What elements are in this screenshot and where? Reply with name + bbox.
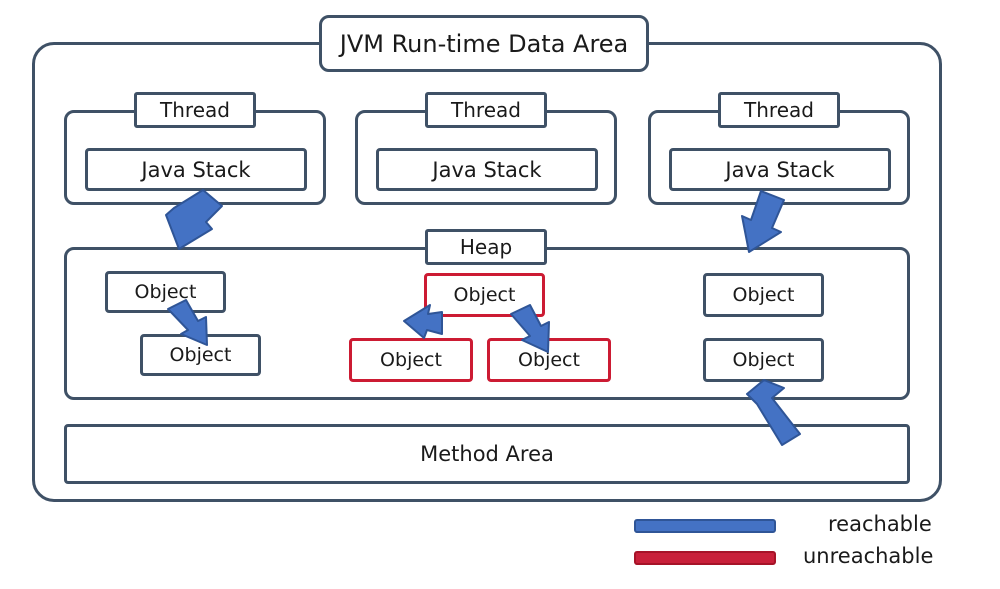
java-stack-1: Java Stack: [85, 148, 307, 191]
heap-object-2: Object: [140, 334, 261, 376]
heap-object-1: Object: [105, 271, 226, 313]
heap-object-label-5: Object: [518, 349, 580, 371]
java-stack-3: Java Stack: [669, 148, 891, 191]
heap-object-4-unreachable: Object: [349, 338, 473, 382]
thread-label-chip-3: Thread: [718, 92, 840, 128]
java-stack-label-1: Java Stack: [141, 157, 251, 182]
heap-object-label-3: Object: [453, 284, 516, 306]
heap-object-label-7: Object: [732, 349, 795, 371]
heap-object-7: Object: [703, 338, 824, 382]
thread-label-chip-1: Thread: [134, 92, 256, 128]
thread-label-chip-2: Thread: [425, 92, 547, 128]
legend-swatch-reachable: [634, 519, 776, 533]
heap-object-label-1: Object: [134, 281, 197, 303]
heap-object-label-6: Object: [732, 284, 795, 306]
thread-label-3: Thread: [744, 98, 814, 122]
method-area: Method Area: [64, 424, 910, 484]
heap-label: Heap: [459, 235, 513, 259]
heap-label-chip: Heap: [425, 229, 547, 265]
method-area-label: Method Area: [420, 442, 554, 466]
legend-label-reachable: reachable: [828, 512, 932, 536]
page-title: JVM Run-time Data Area: [319, 15, 649, 72]
heap-object-3-unreachable: Object: [424, 273, 545, 317]
heap-object-label-4: Object: [380, 349, 442, 371]
heap-object-label-2: Object: [169, 344, 232, 366]
java-stack-label-3: Java Stack: [725, 157, 835, 182]
legend-swatch-unreachable: [634, 551, 776, 565]
heap-object-6: Object: [703, 273, 824, 317]
legend-label-unreachable: unreachable: [803, 544, 934, 568]
java-stack-label-2: Java Stack: [432, 157, 542, 182]
heap-object-5-unreachable: Object: [487, 338, 611, 382]
thread-label-1: Thread: [160, 98, 230, 122]
thread-label-2: Thread: [451, 98, 521, 122]
page-title-label: JVM Run-time Data Area: [339, 29, 629, 58]
java-stack-2: Java Stack: [376, 148, 598, 191]
